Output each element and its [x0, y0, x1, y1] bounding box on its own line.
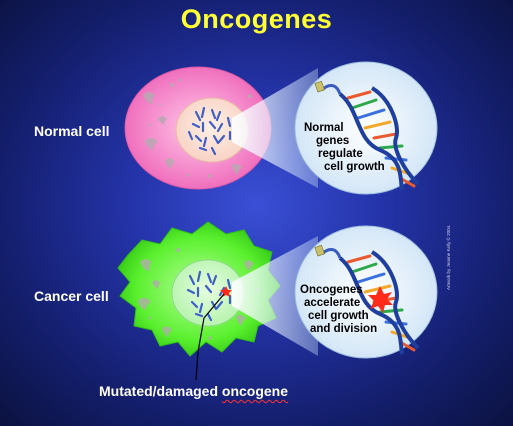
normal-bubble-line: genes: [316, 135, 350, 147]
normal-cell: [124, 61, 438, 195]
normal-bubble-line: cell growth: [324, 161, 385, 173]
page-title: Oncogenes: [180, 4, 333, 34]
mutation-pointer-line: [195, 293, 225, 381]
cancer-cell-label: Cancer cell: [34, 288, 109, 304]
cancer-bubble-line: accelerate: [304, 297, 361, 309]
cancer-bubble-line: and division: [310, 323, 378, 335]
dna-mutation-star-icon: [368, 286, 393, 313]
artwork-credit: Artwork by Jeanne Kelly © 2004.: [446, 224, 451, 290]
cancer-bubble-line: cell growth: [308, 310, 369, 322]
mutated-label-text: Mutated/damaged: [99, 383, 219, 399]
mutated-oncogene-label: Mutated/damaged oncogene: [99, 383, 288, 399]
normal-bubble-line: regulate: [318, 148, 363, 160]
cancer-bubble-line: Oncogenes: [300, 284, 363, 296]
cancer-bubble-text: Oncogenes accelerate cell growth and div…: [300, 284, 377, 336]
cancer-cell: [117, 221, 438, 381]
normal-cell-label: Normal cell: [34, 123, 110, 139]
normal-chromosomes: [187, 106, 232, 156]
nucleus-mutation-star-icon: [220, 286, 232, 297]
cancer-cell-organelles: [138, 248, 260, 340]
oncogene-term: oncogene: [221, 383, 289, 399]
normal-bubble-text: Normal genes regulate cell growth: [304, 122, 385, 174]
normal-bubble-line: Normal: [304, 122, 344, 134]
normal-dna-helix: [314, 80, 420, 191]
cancer-dna-helix: [314, 244, 420, 355]
normal-cell-organelles: [143, 78, 252, 178]
